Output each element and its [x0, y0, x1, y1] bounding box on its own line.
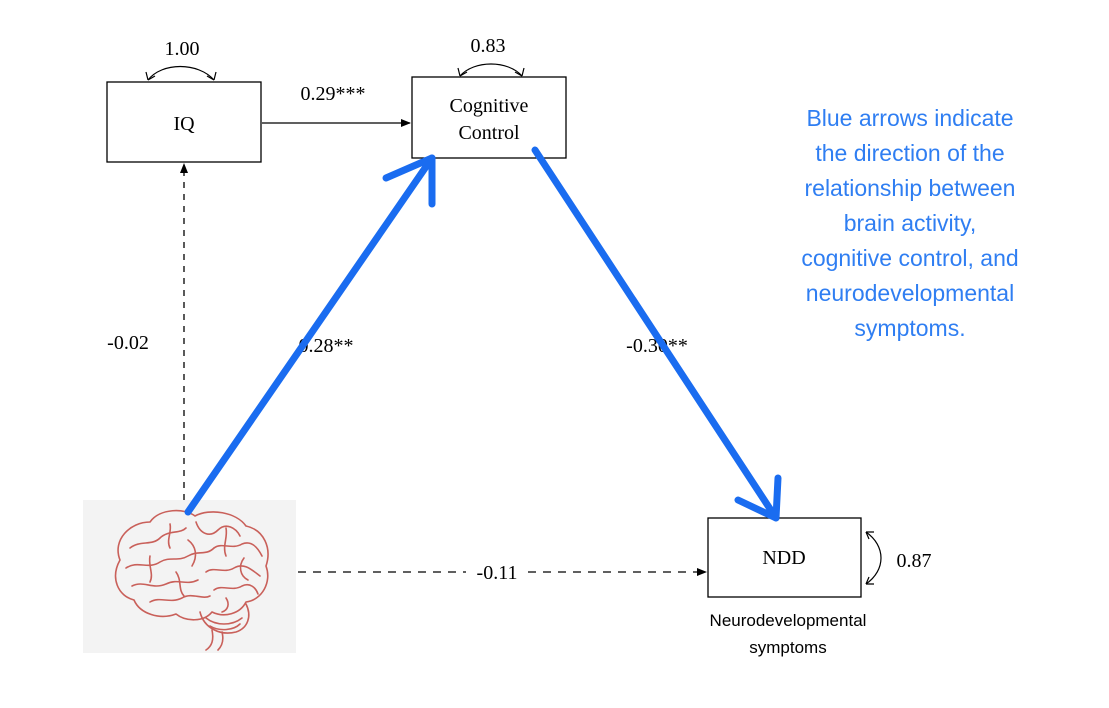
- note-line: cognitive control, and: [801, 245, 1018, 271]
- brain-panel: [83, 500, 296, 653]
- note-line: symptoms.: [854, 315, 965, 341]
- ndd-caption-line1: Neurodevelopmental: [710, 611, 867, 630]
- ndd-caption-line2: symptoms: [749, 638, 826, 657]
- note-line: the direction of the: [815, 140, 1004, 166]
- ndd-label: NDD: [762, 547, 805, 569]
- ndd-variance-arc: [865, 531, 882, 585]
- cognitive-control-label-line2: Control: [458, 122, 520, 144]
- blue-arrow-brain-to-cc: [184, 154, 436, 516]
- note-line: relationship between: [805, 175, 1016, 201]
- ndd-box: [707, 517, 862, 598]
- note-line: Blue arrows indicate: [806, 105, 1013, 131]
- iq-variance: 1.00: [165, 38, 200, 60]
- ndd-variance: 0.87: [897, 550, 932, 572]
- cognitive-control-variance: 0.83: [471, 35, 506, 57]
- brain-to-iq-coefficient: -0.02: [107, 332, 149, 354]
- blue-arrows-note: Blue arrows indicate the direction of th…: [801, 105, 1018, 341]
- note-line: neurodevelopmental: [806, 280, 1014, 306]
- cognitive-control-box: [411, 76, 567, 159]
- brain-icon: [114, 509, 269, 651]
- cc-to-ndd-coefficient: -0.30**: [626, 335, 688, 357]
- cognitive-control-variance-arc: [457, 63, 525, 77]
- iq-to-cc-coefficient: 0.29***: [301, 83, 366, 105]
- iq-label: IQ: [173, 113, 195, 135]
- brain-to-ndd-coefficient: -0.11: [477, 562, 518, 584]
- blue-arrow-cc-to-ndd: [531, 146, 782, 522]
- iq-box: [106, 81, 262, 163]
- brain-to-cc-coefficient: 0.28**: [299, 335, 354, 357]
- iq-variance-arc: [145, 65, 217, 81]
- note-line: brain activity,: [844, 210, 977, 236]
- cognitive-control-label-line1: Cognitive: [450, 95, 529, 117]
